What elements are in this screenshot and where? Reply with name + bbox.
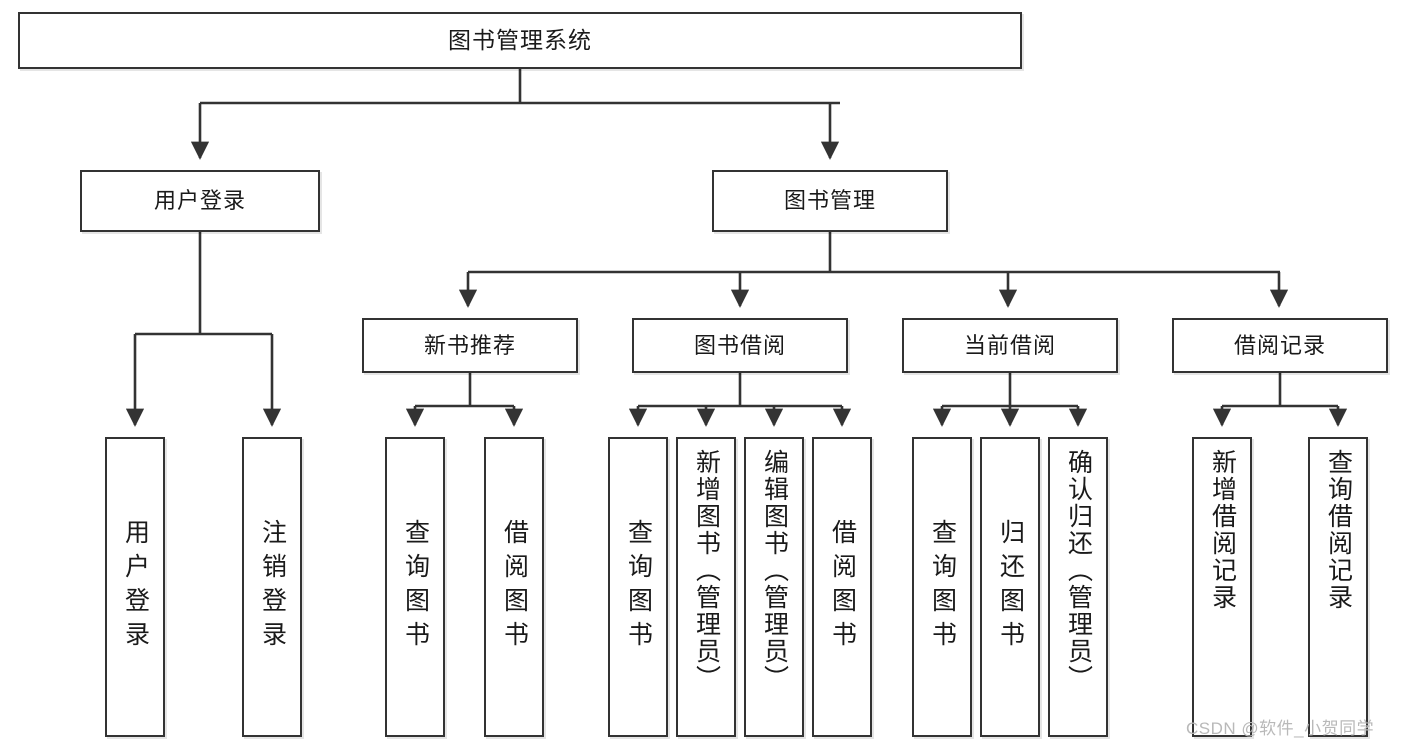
node-book-manage[interactable]: 图书管理 [712,170,948,232]
node-label: 图书管理系统 [448,27,592,54]
leaf-cb-confirm-return-admin[interactable]: 确认归还（管理员） [1048,437,1108,737]
node-label: 用户登录 [153,188,246,214]
node-label: 当前借阅 [963,332,1056,358]
node-label: 图书借阅 [693,332,786,358]
node-label: 查询图书 [624,519,653,655]
leaf-cb-query-book[interactable]: 查询图书 [912,437,972,737]
node-label: 注销登录 [258,519,287,655]
leaf-br-add-record[interactable]: 新增借阅记录 [1192,437,1252,737]
leaf-bb-query-book[interactable]: 查询图书 [608,437,668,737]
leaf-bb-edit-book-admin[interactable]: 编辑图书（管理员） [744,437,804,737]
node-label: 借阅图书 [500,519,529,655]
node-label: 确认归还（管理员） [1064,449,1093,692]
leaf-user-login[interactable]: 用户登录 [105,437,165,737]
node-label: 借阅图书 [828,519,857,655]
node-label: 图书管理 [783,188,876,214]
node-label: 查询图书 [928,519,957,655]
node-book-borrow[interactable]: 图书借阅 [632,318,848,373]
node-root-system[interactable]: 图书管理系统 [18,12,1022,69]
leaf-br-query-record[interactable]: 查询借阅记录 [1308,437,1368,737]
leaf-user-logout[interactable]: 注销登录 [242,437,302,737]
node-current-borrow[interactable]: 当前借阅 [902,318,1118,373]
node-label: 新书推荐 [423,332,516,358]
node-new-book-recommend[interactable]: 新书推荐 [362,318,578,373]
node-user-login[interactable]: 用户登录 [80,170,320,232]
leaf-bb-borrow-book[interactable]: 借阅图书 [812,437,872,737]
node-borrow-record[interactable]: 借阅记录 [1172,318,1388,373]
leaf-nbr-query-book[interactable]: 查询图书 [385,437,445,737]
node-label: 查询图书 [401,519,430,655]
node-label: 查询借阅记录 [1324,449,1353,611]
node-label: 新增借阅记录 [1208,449,1237,611]
node-label: 借阅记录 [1233,332,1326,358]
node-label: 编辑图书（管理员） [760,449,789,692]
node-label: 用户登录 [121,519,150,655]
node-label: 新增图书（管理员） [692,449,721,692]
leaf-nbr-borrow-book[interactable]: 借阅图书 [484,437,544,737]
node-label: 归还图书 [996,519,1025,655]
leaf-cb-return-book[interactable]: 归还图书 [980,437,1040,737]
leaf-bb-add-book-admin[interactable]: 新增图书（管理员） [676,437,736,737]
